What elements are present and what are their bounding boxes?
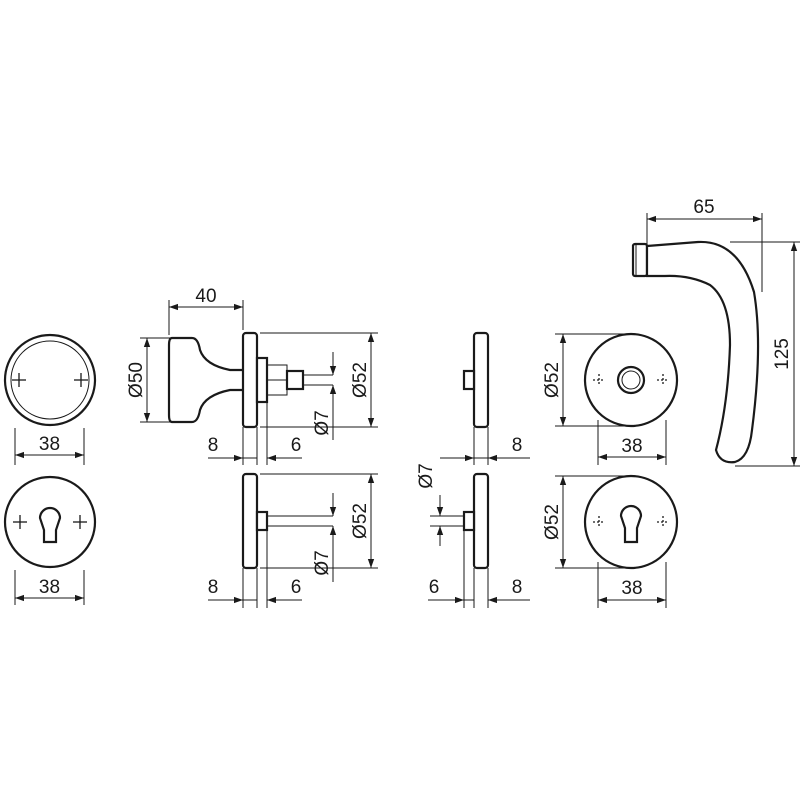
plain-rose-front-view: 38 (3, 333, 97, 465)
right-key-rose-front-view: Ø52 38 (542, 474, 679, 608)
right-rose-diameter-label: Ø52 (542, 362, 563, 398)
mid-lower-thickness-label: 8 (512, 577, 523, 598)
knob-length-label: 40 (195, 286, 216, 307)
lower-rose-diameter-label: Ø52 (350, 503, 371, 539)
knob-side-view: 40 Ø50 Ø52 Ø7 8 6 (126, 286, 378, 465)
rose-width-label: 38 (39, 434, 60, 455)
knob-gap-label: 6 (291, 435, 302, 456)
rose-spindle-side-view-lower: Ø7 6 8 (416, 463, 530, 608)
lower-spindle-diameter-label: Ø7 (312, 550, 333, 575)
right-keyrose-width-label: 38 (621, 578, 642, 599)
mid-gap-label: 6 (429, 577, 440, 598)
rose-side-view-upper: 8 (440, 331, 530, 465)
lower-gap-label: 6 (291, 577, 302, 598)
right-keyrose-diameter-label: Ø52 (542, 504, 563, 540)
knob-rose-thickness-label: 8 (208, 435, 219, 456)
mid-rose-thickness-label: 8 (512, 435, 523, 456)
lever-height-label: 125 (772, 338, 793, 370)
rose-round-hole-front-view: Ø52 38 (542, 332, 679, 465)
knob-rose-diameter-label: Ø52 (350, 362, 371, 398)
key-rose-front-view: 38 (3, 475, 97, 605)
mid-spindle-diameter-label: Ø7 (416, 463, 437, 488)
lever-length-label: 65 (693, 197, 714, 218)
lever-handle-view: 65 125 (631, 197, 800, 467)
right-rose-width-label: 38 (621, 436, 642, 457)
knob-spindle-diameter-label: Ø7 (312, 410, 333, 435)
rose-spindle-side-view: Ø52 Ø7 8 6 (208, 472, 378, 608)
knob-diameter-label: Ø50 (126, 362, 147, 398)
keyrose-width-label: 38 (39, 577, 60, 598)
lower-rose-thickness-label: 8 (208, 577, 219, 598)
